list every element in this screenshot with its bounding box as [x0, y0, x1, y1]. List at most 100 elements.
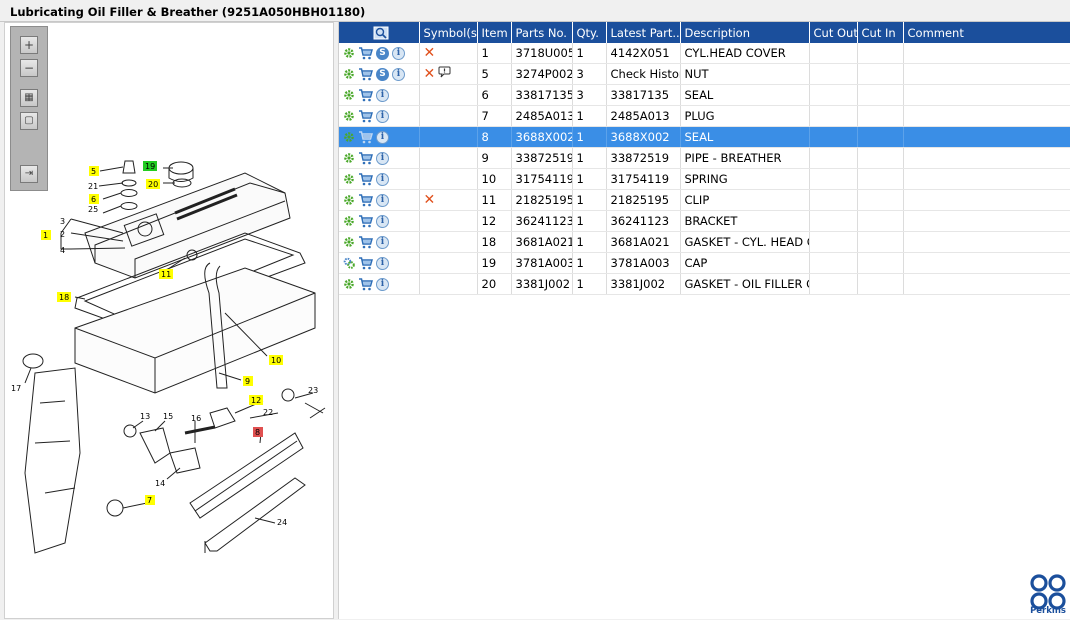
gear-icon[interactable] [343, 68, 355, 80]
cut-out-cell [809, 147, 858, 169]
column-header-description[interactable]: Description [680, 22, 810, 43]
info-icon[interactable]: i [392, 46, 405, 60]
info-icon[interactable]: i [392, 67, 405, 81]
column-header-item[interactable]: Item [477, 22, 512, 43]
cart-icon[interactable] [358, 172, 373, 186]
comment-cell [903, 231, 1070, 253]
info-icon[interactable]: i [376, 151, 389, 165]
qty-cell: 3 [572, 63, 607, 85]
info-icon[interactable]: i [376, 109, 389, 123]
info-icon[interactable]: i [376, 277, 389, 291]
search-parts-icon[interactable] [373, 26, 389, 40]
gear-icon[interactable] [343, 47, 355, 59]
info-icon[interactable]: i [376, 256, 389, 270]
callout-5: 5 [91, 167, 96, 176]
callout-6: 6 [91, 195, 96, 204]
cart-icon[interactable] [358, 109, 373, 123]
service-icon[interactable]: S [376, 46, 389, 60]
callout-12: 12 [251, 396, 261, 405]
fit-view-button[interactable]: ▦ [20, 89, 38, 107]
cut-in-cell [857, 63, 904, 85]
column-header-symbols[interactable]: Symbol(s) [419, 22, 478, 43]
zoom-out-icon: − [23, 61, 35, 75]
superseded-x-icon[interactable]: ✕ [423, 66, 436, 82]
cut-in-cell [857, 168, 904, 190]
gear-icon[interactable] [343, 173, 355, 185]
symbols-cell [419, 147, 478, 169]
gear-icon[interactable] [343, 278, 355, 290]
gear-icon[interactable] [343, 152, 355, 164]
cart-icon[interactable] [358, 88, 373, 102]
cart-icon[interactable] [358, 67, 373, 81]
latest-part-cell: 4142X051 [606, 43, 681, 64]
cart-icon[interactable] [358, 214, 373, 228]
column-header-actions[interactable] [339, 22, 420, 43]
info-icon[interactable]: i [376, 88, 389, 102]
info-icon[interactable]: i [376, 235, 389, 249]
cart-icon[interactable] [358, 151, 373, 165]
cart-icon[interactable] [358, 277, 373, 291]
superseded-x-icon[interactable]: ✕ [423, 45, 436, 61]
gear-icon[interactable] [343, 236, 355, 248]
latest-part-cell: 36241123 [606, 210, 681, 232]
callout-1: 1 [43, 231, 48, 240]
latest-part-cell: 21825195 [606, 189, 681, 211]
zoom-in-button[interactable]: + [20, 36, 38, 54]
export-button[interactable]: ⇥ [20, 165, 38, 183]
description-cell: GASKET - CYL. HEAD COV [680, 231, 810, 253]
column-header-cut-out[interactable]: Cut Out [809, 22, 858, 43]
item-cell: 7 [477, 105, 512, 127]
service-icon[interactable]: S [376, 67, 389, 81]
row-actions-cell: i [339, 147, 420, 169]
callout-13: 13 [140, 412, 150, 421]
cart-icon[interactable] [358, 235, 373, 249]
diagram-panel[interactable]: + − ▦ ▢ ⇥ [4, 22, 334, 619]
column-header-parts-no[interactable]: Parts No. [511, 22, 573, 43]
note-bubble-icon[interactable] [437, 66, 452, 82]
column-header-latest-part[interactable]: Latest Part... [606, 22, 681, 43]
description-cell: CAP [680, 252, 810, 274]
cart-icon[interactable] [358, 130, 373, 144]
gear-icon[interactable] [343, 194, 355, 206]
superseded-x-icon[interactable]: ✕ [423, 192, 436, 208]
actual-size-button[interactable]: ▢ [20, 112, 38, 130]
zoom-out-button[interactable]: − [20, 59, 38, 77]
cart-icon[interactable] [358, 193, 373, 207]
info-icon[interactable]: i [376, 193, 389, 207]
row-actions-cell: i [339, 210, 420, 232]
parts-no-cell: 21825195 [511, 189, 573, 211]
qty-cell: 1 [572, 189, 607, 211]
gear-icon[interactable] [343, 110, 355, 122]
symbols-cell [419, 273, 478, 295]
column-header-cut-in[interactable]: Cut In [857, 22, 904, 43]
gear-icon[interactable] [343, 215, 355, 227]
column-header-comment[interactable]: Comment [903, 22, 1070, 43]
column-header-qty[interactable]: Qty. [572, 22, 607, 43]
gear-icon[interactable] [343, 89, 355, 101]
comment-cell [903, 63, 1070, 85]
qty-cell: 1 [572, 168, 607, 190]
info-icon[interactable]: i [376, 130, 389, 144]
item-cell: 18 [477, 231, 512, 253]
perkins-logo [1030, 574, 1066, 610]
info-icon[interactable]: i [376, 214, 389, 228]
info-icon[interactable]: i [376, 172, 389, 186]
qty-cell: 1 [572, 231, 607, 253]
gears-icon[interactable] [343, 257, 355, 269]
cart-icon[interactable] [358, 46, 373, 60]
cart-icon[interactable] [358, 256, 373, 270]
gear-icon[interactable] [343, 131, 355, 143]
